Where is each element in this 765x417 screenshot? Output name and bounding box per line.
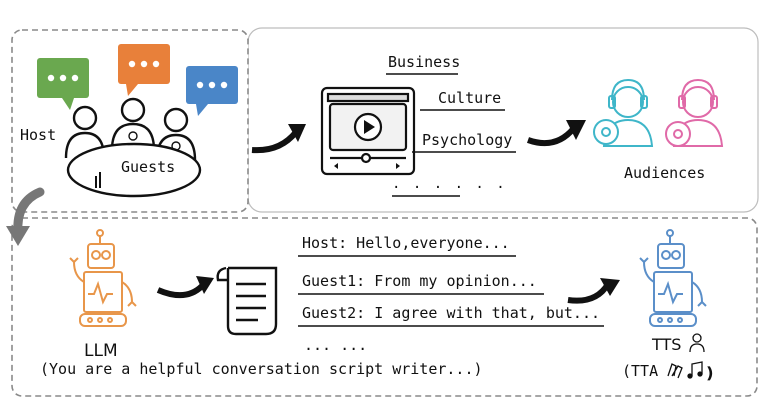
script-line: Host: Hello,everyone... bbox=[302, 234, 510, 252]
clapping-hands-icon bbox=[667, 363, 683, 379]
topic-item: Culture bbox=[438, 89, 501, 107]
speaker-person-icon bbox=[689, 333, 705, 353]
figure-badge-icons bbox=[95, 131, 181, 188]
topic-item: Business bbox=[388, 53, 460, 71]
script-line: Guest2: I agree with that, but... bbox=[302, 304, 600, 322]
blue-chat-bubble-icon bbox=[186, 66, 238, 116]
audiences-label: Audiences bbox=[624, 164, 705, 182]
llm-label: LLM bbox=[84, 341, 118, 361]
tts-label: TTS bbox=[651, 335, 681, 354]
guests-label: Guests bbox=[121, 158, 175, 176]
script-lines: Host: Hello,everyone... Guest1: From my … bbox=[298, 234, 604, 354]
arrow-to-audiences-icon bbox=[526, 125, 577, 146]
meeting-people-icon bbox=[64, 97, 202, 198]
topic-item: Psychology bbox=[422, 131, 512, 149]
llm-prompt: (You are a helpful conversation script w… bbox=[40, 360, 483, 378]
video-player-icon bbox=[320, 86, 416, 176]
script-scroll-icon bbox=[216, 266, 278, 336]
music-note-icon: ) bbox=[687, 361, 715, 383]
audience-pink-icon bbox=[665, 78, 724, 147]
host-label: Host bbox=[20, 126, 56, 144]
green-chat-bubble-icon bbox=[37, 58, 89, 110]
svg-text:): ) bbox=[706, 366, 714, 382]
script-more: ... ... bbox=[304, 336, 367, 354]
topic-list: Business Culture Psychology . . . . . . bbox=[386, 53, 516, 197]
script-line: Guest1: From my opinion... bbox=[302, 272, 537, 290]
arrow-to-script-icon bbox=[156, 283, 205, 299]
tts-robot-icon bbox=[639, 229, 707, 327]
orange-chat-bubble-icon bbox=[118, 44, 170, 96]
llm-robot-icon bbox=[69, 229, 137, 327]
arrow-to-video-icon bbox=[251, 130, 299, 154]
tta-label: (TTA bbox=[622, 362, 658, 380]
audience-cyan-icon bbox=[593, 78, 654, 147]
topic-more: . . . . . . bbox=[392, 176, 507, 192]
bottom-panel bbox=[11, 217, 758, 397]
